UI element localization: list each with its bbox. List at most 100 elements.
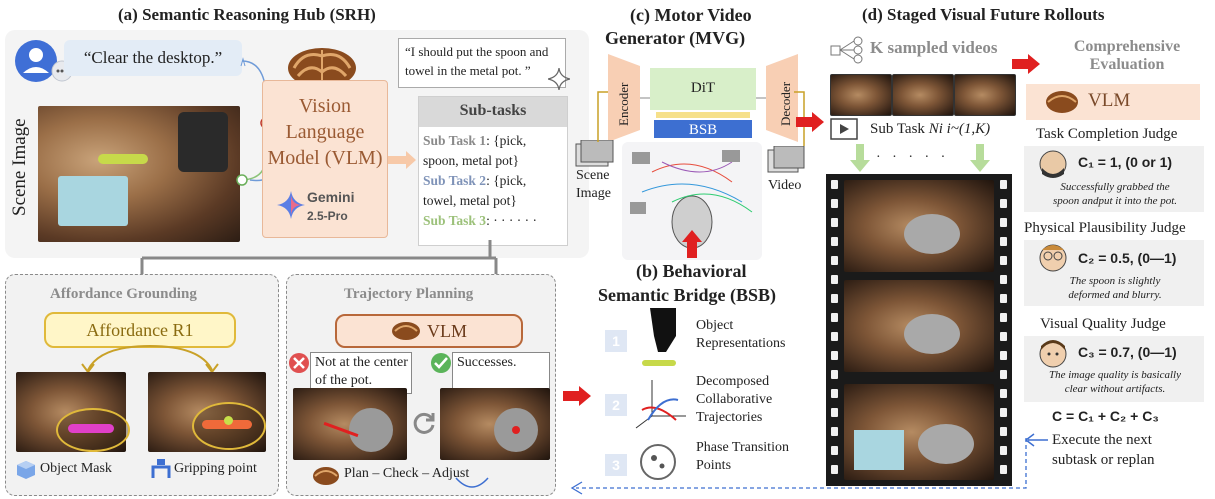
film-sprocket-hole xyxy=(831,465,838,474)
sampled-video-1 xyxy=(830,74,892,116)
judge-3-title: Visual Quality Judge xyxy=(1040,316,1166,332)
subtask-1-text1: : {pick, xyxy=(486,133,527,148)
bsb-item-1-line1: Object xyxy=(696,318,734,333)
film-sprocket-hole xyxy=(1000,275,1007,284)
subtasks-box: Sub-tasks xyxy=(418,96,568,246)
scene-input-icon xyxy=(575,140,614,167)
film-sprocket-hole xyxy=(831,199,838,208)
bsb-item-2-num: 2 xyxy=(605,394,627,416)
video-output-icon xyxy=(767,146,805,173)
mvg-output-label: Video xyxy=(768,178,802,193)
user-avatar-icon xyxy=(15,40,73,82)
mvg-to-rollouts-arrow xyxy=(796,112,824,132)
film-sprocket-hole xyxy=(831,427,838,436)
frame-3-pot xyxy=(918,424,974,464)
gemini-version: 2.5-Pro xyxy=(307,209,348,223)
thought-bubble: “I should put the spoon and towel in the… xyxy=(398,38,566,88)
fail-note-box: Not at the center of the pot. xyxy=(310,352,412,394)
mvg-architecture xyxy=(608,54,798,142)
towel-shape xyxy=(58,176,128,226)
film-sprocket-hole xyxy=(1000,446,1007,455)
mvg-input-label-1: Scene xyxy=(576,168,610,183)
subtask-2-line1: Sub Task 2: {pick, xyxy=(423,173,526,189)
judge-1-note1: Successfully grabbed the xyxy=(1060,181,1170,193)
video-play-icon xyxy=(830,118,858,140)
next-line1: Execute the next xyxy=(1052,432,1152,448)
trajectory-axes-icon xyxy=(635,380,686,429)
film-sprocket-hole xyxy=(831,313,838,322)
affordance-model-pill: Affordance R1 xyxy=(44,312,236,348)
gripping-point-label: Gripping point xyxy=(174,461,257,476)
fail-note-line2: of the pot. xyxy=(315,373,373,388)
input-line xyxy=(597,91,608,142)
plan-check-adjust: Plan – Check – Adjust xyxy=(344,466,470,481)
trajectory-brain-icon xyxy=(392,322,420,340)
film-sprocket-hole xyxy=(1000,465,1007,474)
vlm-line1: Vision xyxy=(298,95,352,117)
film-sprocket-hole xyxy=(1000,180,1007,189)
gripping-point-image xyxy=(148,372,266,452)
judge-2-avatar-icon xyxy=(1039,244,1067,272)
gemini-icon xyxy=(277,191,305,219)
film-sprocket-hole xyxy=(1000,332,1007,341)
trajectory-fail-image xyxy=(293,388,407,460)
user-instruction-text: “Clear the desktop.” xyxy=(83,48,223,67)
film-sprocket-hole xyxy=(1000,408,1007,417)
dark-object-shape xyxy=(178,112,228,172)
success-target xyxy=(512,426,520,434)
subtask-sampling-prefix: Sub Task xyxy=(870,121,929,137)
object-representation-icon xyxy=(642,308,676,366)
subtask-dots: · · · · · xyxy=(876,150,950,165)
film-sprocket-hole xyxy=(831,389,838,398)
bsb-item-3-line2: Points xyxy=(696,458,732,473)
feedback-loop-line xyxy=(570,438,1027,495)
trajectory-to-bsb-arrow xyxy=(563,386,591,406)
affordance-arrows xyxy=(81,345,219,374)
film-sprocket-hole xyxy=(1000,351,1007,360)
film-sprocket-hole xyxy=(831,180,838,189)
subtask-3-line1: Sub Task 3: · · · · · · xyxy=(423,213,537,229)
green-down-arrows xyxy=(850,144,990,172)
eval-vlm-text: VLM xyxy=(1088,90,1131,111)
film-sprocket-hole xyxy=(1000,427,1007,436)
k-videos-label: K sampled videos xyxy=(870,38,998,57)
judge-1-title: Task Completion Judge xyxy=(1036,126,1178,142)
subtask-2-text2: towel, metal pot} xyxy=(423,193,517,208)
bsb-item-3-num: 3 xyxy=(605,454,627,476)
sparkle-icon xyxy=(548,68,570,90)
judge-2-note2: deformed and blurry. xyxy=(1068,289,1162,301)
film-strip xyxy=(826,174,1012,486)
mvg-title-line2: Generator (MVG) xyxy=(605,28,746,48)
subtask-2-label: Sub Task 2 xyxy=(423,173,487,188)
refresh-icon xyxy=(413,412,435,434)
bsb-title-line2: Semantic Bridge (BSB) xyxy=(598,285,776,305)
eval-brain-icon xyxy=(1046,91,1078,113)
vlm-line2: Language xyxy=(285,121,365,143)
mvg-sketch xyxy=(622,142,762,260)
rollout-frame-1 xyxy=(844,180,994,272)
srh-bracket-connector xyxy=(140,240,498,276)
phase-points-icon xyxy=(640,444,676,480)
next-line2: subtask or replan xyxy=(1052,452,1155,468)
eval-line1: Comprehensive xyxy=(1073,38,1181,55)
film-sprocket-hole xyxy=(831,408,838,417)
mvg-input-label-2: Image xyxy=(576,186,611,201)
subtasks-header-bg xyxy=(419,97,567,127)
scene-image xyxy=(38,106,240,242)
film-sprocket-hole xyxy=(1000,389,1007,398)
object-mask-image xyxy=(16,372,130,452)
judge-1-avatar-icon xyxy=(1039,150,1067,178)
dit-label: DiT xyxy=(690,80,716,96)
bsb-item-3-line1: Phase Transition xyxy=(696,440,789,455)
thought-line2: towel in the metal pot. ” xyxy=(405,63,531,78)
film-sprocket-hole xyxy=(831,275,838,284)
bsb-title-line1: (b) Behavioral xyxy=(636,261,747,281)
mvg-title-line1: (c) Motor Video xyxy=(630,5,752,25)
trajectory-title: Trajectory Planning xyxy=(344,286,474,302)
judge-2-score: C₂ = 0.5, (0—1) xyxy=(1078,250,1177,266)
film-sprocket-hole xyxy=(1000,256,1007,265)
trajectory-vlm-pill: VLM xyxy=(335,314,523,348)
grip-point-marker xyxy=(224,416,233,425)
subtask-1-line1: Sub Task 1: {pick, xyxy=(423,133,526,149)
eval-line2: Evaluation xyxy=(1089,56,1165,73)
